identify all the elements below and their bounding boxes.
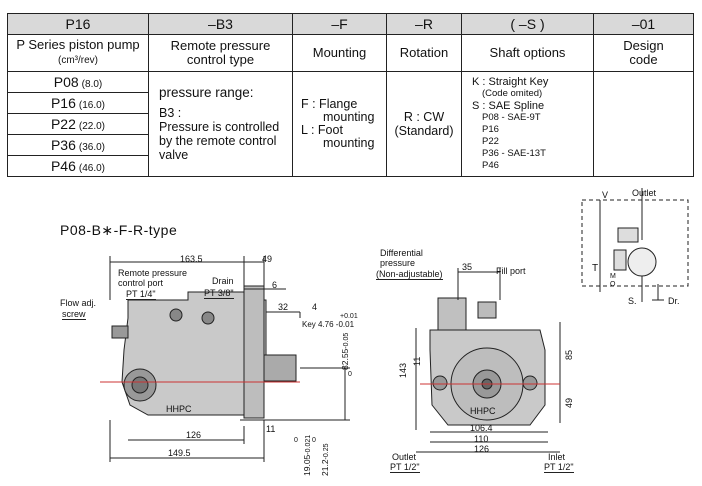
dim-6: 6 <box>272 280 278 290</box>
inlet-label: Inlet <box>548 452 566 462</box>
outlet-label: Outlet <box>392 452 417 462</box>
dim-11-front: 11 <box>412 356 422 366</box>
front-brand: HHPC <box>470 406 496 416</box>
schematic-outlet: Outlet <box>632 188 657 198</box>
table-row: P36(36.0) <box>7 134 694 156</box>
front-view-fill-port <box>477 301 497 319</box>
header-mounting: –F <box>292 13 387 35</box>
flow-adj-label-1: Flow adj. <box>60 298 97 308</box>
front-view-bolt-hole <box>522 375 538 391</box>
diff-pressure-label-1: Differential <box>380 248 423 258</box>
mounting-description: F : Flange mounting L : Foot mounting <box>292 71 387 177</box>
shaft-description: K : Straight Key (Code omited) S : SAE S… <box>461 71 594 177</box>
outlet-thread: PT 1/2" <box>390 462 420 473</box>
dim-11-side: 11 <box>266 424 276 434</box>
hydraulic-schematic-frame <box>581 199 689 287</box>
flow-adj-screw <box>111 325 129 339</box>
fill-port-label: Fill port <box>496 266 526 276</box>
drawing-title: P08-B∗-F-R-type <box>60 222 178 238</box>
header-design: –01 <box>593 13 694 35</box>
dim-126-front: 126 <box>474 444 490 454</box>
side-view-flange <box>243 285 265 419</box>
dim-35: 35 <box>462 262 473 272</box>
drain-thread: PT 3/8" <box>204 288 234 299</box>
schematic-v: V <box>602 190 609 200</box>
control-description: pressure range: B3 : Pressure is control… <box>148 71 293 177</box>
rotation-description: R : CW (Standard) <box>386 71 462 177</box>
dim-149-5: 149.5 <box>168 448 191 458</box>
remote-port-label-2: control port <box>118 278 164 288</box>
dim-143: 143 <box>398 362 408 378</box>
dim-21-2: 21.2-0.25 <box>320 443 330 476</box>
dim-106-4: 106.4 <box>470 423 493 433</box>
dim-4: 4 <box>312 302 318 312</box>
side-view-control-port <box>169 308 183 322</box>
spec-table: P16 –B3 –F –R ( –S ) –01 P Series piston… <box>7 13 694 177</box>
dim-49: 49 <box>262 254 273 264</box>
side-brand: HHPC <box>166 404 192 414</box>
subheader-rotation: Rotation <box>386 34 462 72</box>
diff-pressure-label-3: (Non-adjustable) <box>376 269 443 280</box>
schematic-o: O <box>610 281 616 288</box>
table-row: P08(8.0) pressure range: B3 : Pressure i… <box>7 71 694 177</box>
key-tol-upper: +0.01 <box>340 313 358 320</box>
flow-adj-label-2: screw <box>62 309 86 320</box>
model-cell: P16(16.0) <box>7 92 149 114</box>
key-dim: Key 4.76 -0.01 <box>302 320 355 329</box>
table-header-row: P16 –B3 –F –R ( –S ) –01 <box>7 13 694 35</box>
dim-85: 85 <box>564 349 574 360</box>
header-shaft: ( –S ) <box>461 13 594 35</box>
dim-110: 110 <box>474 434 489 444</box>
schematic-pump <box>627 247 657 277</box>
dim-21-2-zero: 0 <box>312 437 316 444</box>
schematic-t: T <box>592 263 599 274</box>
schematic-valve <box>617 227 639 243</box>
table-row: P46(46.0) <box>7 155 694 177</box>
dim-19-05-zero: 0 <box>294 437 298 444</box>
side-view-drain-port <box>201 311 215 325</box>
subheader-mounting: Mounting <box>292 34 387 72</box>
model-cell: P46(46.0) <box>7 155 149 177</box>
dim-163-5: 163.5 <box>180 254 203 264</box>
dim-32: 32 <box>278 302 289 312</box>
design-code-cell <box>593 71 694 177</box>
dim-82-55: 82.55-0.05 <box>340 332 350 370</box>
diff-pressure-label-2: pressure <box>380 258 416 268</box>
dim-82-55-zero: 0 <box>348 371 352 378</box>
dim-126-side: 126 <box>186 430 202 440</box>
header-control: –B3 <box>148 13 293 35</box>
model-cell: P36(36.0) <box>7 134 149 156</box>
remote-port-thread: PT 1/4" <box>126 289 156 300</box>
side-view-shaft <box>263 354 297 382</box>
schematic-dr: Dr. <box>668 296 680 306</box>
drain-label: Drain <box>212 276 234 286</box>
header-model: P16 <box>7 13 149 35</box>
inlet-thread: PT 1/2" <box>544 462 574 473</box>
remote-port-label-1: Remote pressure <box>118 268 188 278</box>
dim-49-front: 49 <box>564 397 574 408</box>
table-row: P16(16.0) <box>7 92 694 114</box>
subheader-design: Design code <box>593 34 694 72</box>
schematic-m: M <box>610 273 616 280</box>
front-view-bolt-hole <box>432 375 448 391</box>
schematic-s: S. <box>628 296 637 306</box>
